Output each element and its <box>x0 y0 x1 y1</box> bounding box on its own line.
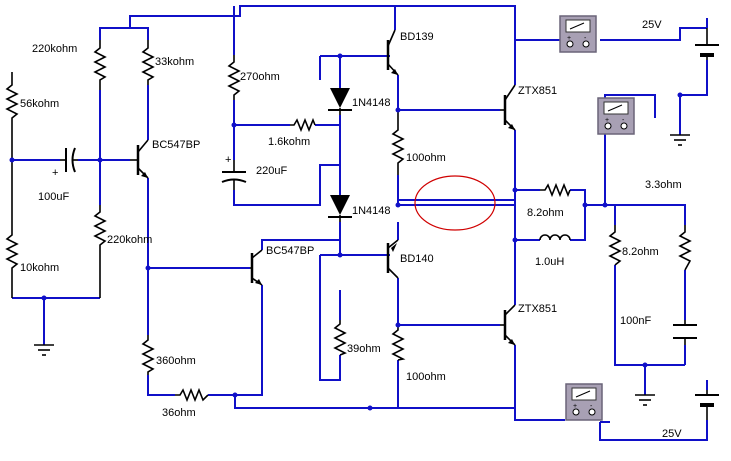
ammeter-middle-icon[interactable] <box>597 97 635 135</box>
label-r14: 8.2ohm <box>622 246 659 258</box>
label-r4: 56kohm <box>20 98 59 110</box>
label-l1: 1.0uH <box>535 256 564 268</box>
label-r15: 3.3ohm <box>645 179 682 191</box>
label-v2: 25V <box>662 428 682 440</box>
label-r8: 360ohm <box>156 355 196 367</box>
label-c2: 220uF <box>256 165 287 177</box>
label-r7: 10kohm <box>20 262 59 274</box>
label-q1: BC547BP <box>152 139 200 151</box>
label-q2: BC547BP <box>266 245 314 257</box>
svg-text:+: + <box>225 154 231 166</box>
label-r3: 270ohm <box>240 71 280 83</box>
transistor-symbols <box>130 29 516 346</box>
label-d1: 1N4148 <box>352 97 391 109</box>
label-r1: 220kohm <box>32 43 77 55</box>
label-r11: 100ohm <box>406 152 446 164</box>
diode-symbols <box>328 88 352 222</box>
label-r10: 39ohm <box>347 343 381 355</box>
label-r6: 220kohm <box>107 234 152 246</box>
label-q5: ZTX851 <box>518 85 557 97</box>
inductor-symbol <box>539 234 571 241</box>
label-q4: BD140 <box>400 253 434 265</box>
svg-text:+: + <box>52 167 58 179</box>
label-v1: 25V <box>642 19 662 31</box>
junction-dots <box>9 53 683 411</box>
battery-symbols <box>695 28 719 420</box>
component-labels: 220kohm 33kohm 270ohm 56kohm 1.6kohm 220… <box>20 19 682 440</box>
label-r5: 1.6kohm <box>268 136 310 148</box>
label-r12: 100ohm <box>406 371 446 383</box>
label-c1: 100uF <box>38 191 69 203</box>
label-r9: 36ohm <box>162 407 196 419</box>
ground-symbols <box>34 134 690 406</box>
label-c3: 100nF <box>620 315 651 327</box>
highlight-ring <box>414 175 496 231</box>
resistor-symbols <box>5 40 692 403</box>
label-d2: 1N4148 <box>352 205 391 217</box>
label-q6: ZTX851 <box>518 303 557 315</box>
capacitor-symbols: + + <box>52 147 697 345</box>
label-q3: BD139 <box>400 31 434 43</box>
ammeter-bottom-icon[interactable] <box>565 383 603 421</box>
label-r13: 8.2ohm <box>527 207 564 219</box>
label-r2: 33kohm <box>155 56 194 68</box>
ammeter-top-icon[interactable] <box>559 15 597 53</box>
wires <box>12 5 708 441</box>
